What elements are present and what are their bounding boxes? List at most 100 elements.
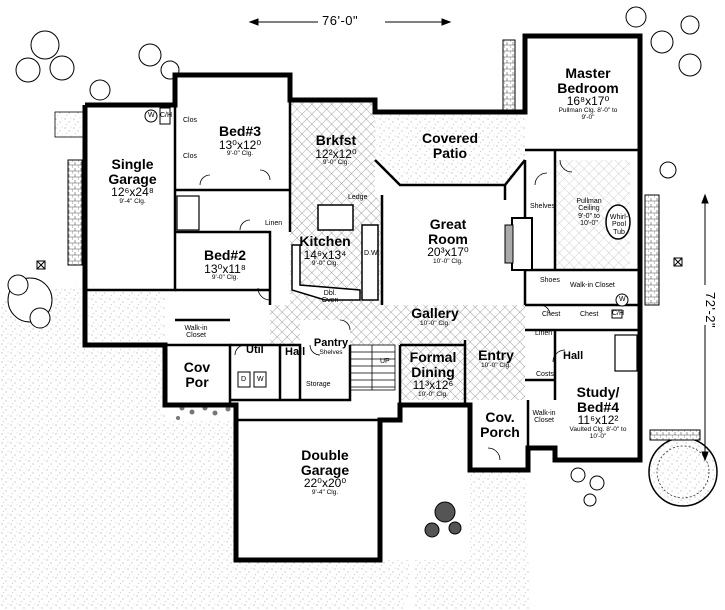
driveway xyxy=(0,286,410,610)
room-note: 9'-0" Clg. xyxy=(322,159,350,167)
room-note: 9'-0" Clg. xyxy=(311,260,339,268)
room-name: Kitchen xyxy=(299,233,351,249)
room-name: Single Garage xyxy=(108,156,157,187)
label-linen-2: Linen xyxy=(535,330,553,337)
flower-beds xyxy=(176,405,231,420)
room-hall-right: Hall xyxy=(563,350,584,362)
shrub-left xyxy=(7,274,53,329)
label-storage: Storage xyxy=(306,381,331,388)
covered-patio-slab xyxy=(375,112,525,185)
label-walkin-3: Walk-in Closet xyxy=(532,410,556,425)
fireplace xyxy=(511,217,533,271)
exterior-walls xyxy=(82,33,643,563)
room-pantry: Pantry Shelves xyxy=(311,337,351,356)
room-study-bed4: Study/ Bed#4 11⁶x12² Vaulted Clg. 8'-0" … xyxy=(558,385,638,441)
room-cov-porch: Cov. Porch xyxy=(472,409,528,440)
label-w-2: W xyxy=(619,296,626,303)
room-size: 22⁰x20⁰ xyxy=(303,476,347,491)
fireplace-hearth xyxy=(504,224,514,264)
room-name: Great Room xyxy=(428,216,468,247)
room-size: 12²x12⁰ xyxy=(315,146,357,161)
kitchen-island xyxy=(317,204,354,231)
shrub-front xyxy=(424,467,605,538)
label-ch-1: C/H xyxy=(160,112,173,119)
room-gallery: Gallery 10'-0" Clg. xyxy=(400,306,470,328)
room-note: 10'-0" Clg. xyxy=(481,361,511,369)
room-note: Pullman Clg. 8'-0" to 9'-0" xyxy=(558,106,618,121)
dimension-lines xyxy=(248,18,709,462)
room-name: Cov Por xyxy=(183,359,211,390)
room-size: 12⁶x24⁸ xyxy=(111,185,154,200)
room-name: Bed#3 xyxy=(218,123,262,139)
label-clos-1: Clos xyxy=(183,117,198,124)
bath-tub-1 xyxy=(176,195,200,231)
bath-tub-2 xyxy=(614,334,638,372)
room-note: 10'-0" Clg. xyxy=(418,390,448,398)
room-bed2: Bed#2 13⁰x11⁸ 9'-0" Clg. xyxy=(190,248,260,282)
room-name: Entry xyxy=(478,347,514,363)
room-covered-patio: Covered Patio xyxy=(405,131,495,161)
sidewalk xyxy=(415,560,500,610)
label-shelves: Shelves xyxy=(530,203,555,210)
room-note: 10'-0" Clg. xyxy=(433,257,463,265)
label-pullman: Pullman Ceiling 9'-0" to 10'-0" xyxy=(576,198,602,228)
room-note: 10'-0" Clg. xyxy=(420,319,450,327)
label-linen-1: Linen xyxy=(265,220,283,227)
room-size: 11⁶x12² xyxy=(577,413,619,428)
label-d: D xyxy=(241,376,247,383)
label-ledge: Ledge xyxy=(348,194,368,201)
room-name: Gallery xyxy=(411,305,459,321)
room-great-room: Great Room 20³x17⁰ 10'-0" Clg. xyxy=(408,217,488,266)
section-markers xyxy=(36,257,683,270)
room-entry: Entry 10'-0" Clg. xyxy=(470,348,522,370)
door-swings xyxy=(199,159,573,461)
room-master-bedroom: Master Bedroom 16⁸x17⁰ Pullman Clg. 8'-0… xyxy=(538,66,638,122)
label-clos-2: Clos xyxy=(183,153,198,160)
appliances xyxy=(144,107,629,388)
label-w-3: W xyxy=(257,376,264,383)
gallery-tile xyxy=(270,305,525,400)
entry-tile xyxy=(465,340,525,400)
planter-porch xyxy=(649,429,701,441)
label-walkin-2: Walk-in Closet xyxy=(570,282,615,289)
room-name: Study/ Bed#4 xyxy=(576,384,620,415)
room-util: Util xyxy=(246,344,264,356)
room-name: Formal Dining xyxy=(409,349,457,380)
room-note: Shelves xyxy=(319,348,343,356)
tree-top-right xyxy=(625,6,702,179)
planter-left xyxy=(67,159,83,266)
room-name: Cov. Porch xyxy=(480,409,520,440)
room-cov-por: Cov Por xyxy=(172,359,222,390)
room-note: 9'-4" Clg. xyxy=(119,197,146,205)
room-formal-dining: Formal Dining 11³x12⁶ 10'-0" Clg. xyxy=(403,350,463,399)
room-kitchen: Kitchen 14⁶x13⁴ 9'-0" Clg. xyxy=(294,234,356,268)
tree-top-left xyxy=(15,30,180,101)
room-brkfst: Brkfst 12²x12⁰ 9'-0" Clg. xyxy=(300,133,372,167)
label-dw: D.W. xyxy=(364,250,380,257)
brkfst-kitchen-tile xyxy=(290,100,382,305)
room-name: Pantry xyxy=(313,337,349,349)
room-size: 11³x12⁶ xyxy=(412,378,454,393)
kitchen-counter xyxy=(291,244,361,301)
label-chest-2: Chest xyxy=(580,311,599,318)
room-double-garage: Double Garage 22⁰x20⁰ 9'-4" Clg. xyxy=(270,448,380,497)
overall-depth-dimension: 72'-2" xyxy=(703,292,718,329)
room-size: 14⁶x13⁴ xyxy=(303,247,347,262)
room-note: 9'-0" Clg. xyxy=(226,150,254,158)
label-ch-2: C/H xyxy=(612,310,625,317)
interior-walls xyxy=(85,100,640,448)
shrub-right xyxy=(648,437,718,507)
label-walkin-1: Walk-in Closet xyxy=(184,325,208,340)
room-size: 13⁰x12⁰ xyxy=(218,137,262,152)
room-note: 9'-4" Clg. xyxy=(311,488,339,496)
room-name: Master Bedroom xyxy=(557,65,619,96)
room-name: Brkfst xyxy=(315,132,357,148)
room-single-garage: Single Garage 12⁶x24⁸ 9'-4" Clg. xyxy=(95,157,170,206)
label-costs: Costs xyxy=(536,371,554,378)
room-size: 20³x17⁰ xyxy=(427,245,469,260)
counter-right xyxy=(361,224,379,301)
room-name: Double Garage xyxy=(300,447,350,478)
label-shoes: Shoes xyxy=(540,277,560,284)
room-bed3: Bed#3 13⁰x12⁰ 9'-0" Clg. xyxy=(200,124,280,158)
